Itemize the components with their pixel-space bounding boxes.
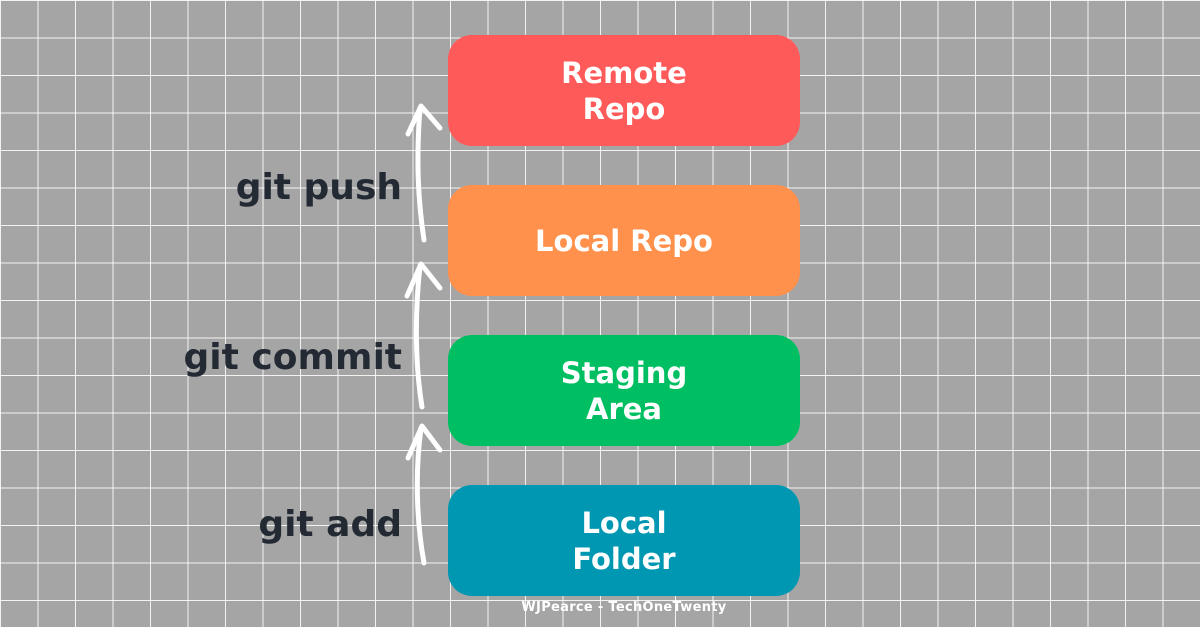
command-git-commit: git commit	[183, 337, 403, 378]
stage-local-folder: Local Folder	[448, 485, 800, 596]
credit-text: WJPearce - TechOneTwenty	[521, 600, 727, 615]
arrow-commit-icon	[404, 261, 443, 410]
arrow-push-icon	[405, 103, 443, 243]
stage-staging-area: Staging Area	[448, 335, 800, 446]
arrow-add-icon	[405, 423, 443, 566]
stage-remote-repo: Remote Repo	[448, 35, 800, 146]
command-git-add: git add	[258, 504, 402, 545]
stage-local-repo: Local Repo	[448, 185, 800, 296]
command-git-push: git push	[235, 167, 402, 208]
